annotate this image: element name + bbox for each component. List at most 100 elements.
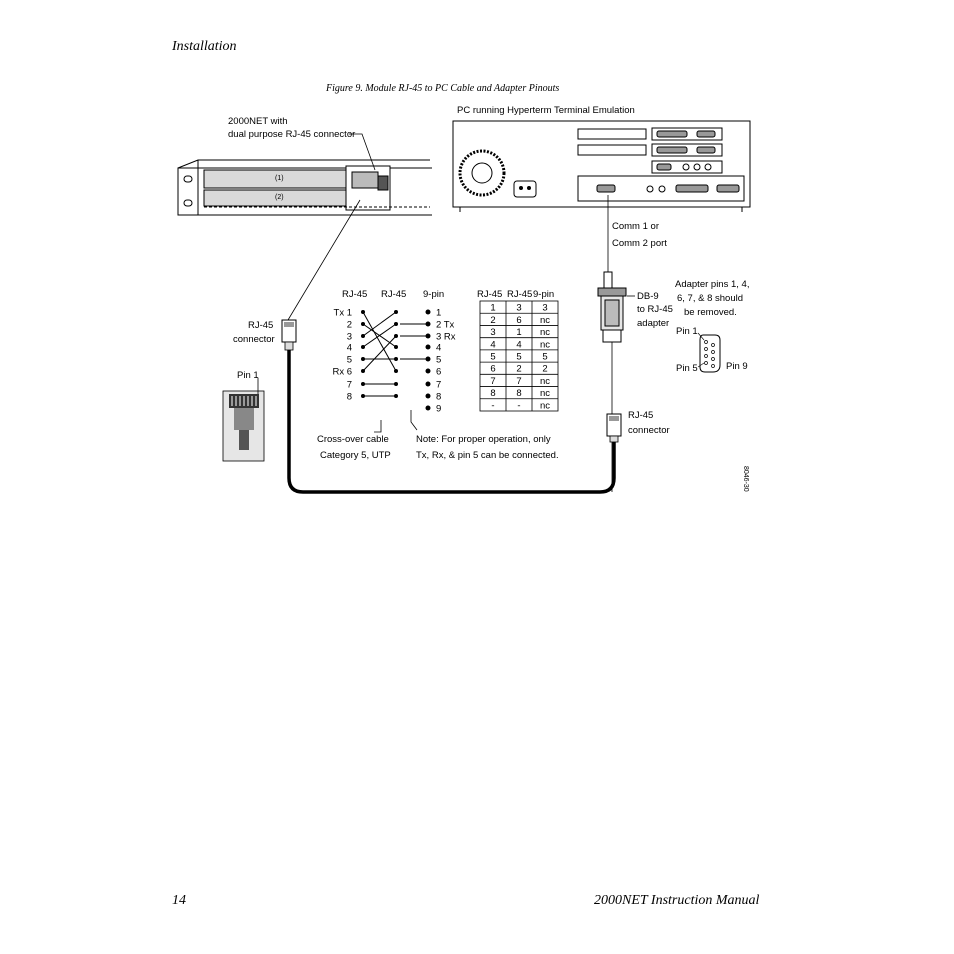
pinout-cell: 6 bbox=[516, 315, 521, 326]
rj45-closeup bbox=[222, 390, 265, 462]
pinout-cell: 7 bbox=[490, 376, 495, 387]
adapter-note-line1: Adapter pins 1, 4, bbox=[675, 279, 749, 290]
pinout-cell: 5 bbox=[516, 352, 521, 363]
adapter-pin1-leader bbox=[697, 332, 705, 341]
wiring-right-pin: 9 bbox=[436, 404, 441, 415]
pinout-cell: 2 bbox=[542, 364, 547, 375]
crossover-leader bbox=[374, 420, 382, 433]
note-line2: Tx, Rx, & pin 5 can be connected. bbox=[416, 450, 559, 461]
wiring-left-pin: 2 bbox=[347, 320, 352, 331]
manual-title: 2000NET Instruction Manual bbox=[594, 893, 760, 908]
frame-rack bbox=[177, 159, 432, 216]
page-header-title: Installation bbox=[172, 39, 237, 54]
db9-label-line3: adapter bbox=[637, 318, 669, 329]
comm-label-line1: Comm 1 or bbox=[612, 221, 659, 232]
pinout-cell: 3 bbox=[542, 303, 547, 314]
pin1-label: Pin 1 bbox=[237, 370, 259, 381]
module-leader-line bbox=[349, 133, 376, 171]
rj45-right-label-line1: RJ-45 bbox=[628, 410, 653, 421]
wiring-left-pin: 3 bbox=[347, 332, 352, 343]
note-leader bbox=[410, 410, 418, 431]
wiring-right-pin: 2 Tx bbox=[436, 320, 455, 331]
db9-label-line1: DB-9 bbox=[637, 291, 659, 302]
figure-caption: Figure 9. Module RJ-45 to PC Cable and A… bbox=[326, 83, 560, 94]
rj45-left-label-line1: RJ-45 bbox=[248, 320, 273, 331]
rj45-left-label-line2: connector bbox=[233, 334, 275, 345]
pinout-cell: 2 bbox=[490, 315, 495, 326]
pinout-cell: 3 bbox=[490, 327, 495, 338]
rj45-left-plug bbox=[281, 319, 297, 351]
page-number: 14 bbox=[172, 893, 186, 908]
wiring-right-pin: 4 bbox=[436, 343, 441, 354]
crossover-label-line1: Cross-over cable bbox=[317, 434, 389, 445]
db9-adapter bbox=[597, 271, 627, 343]
pc-label: PC running Hyperterm Terminal Emulation bbox=[457, 105, 635, 116]
wiring-right-pin: 7 bbox=[436, 380, 441, 391]
adapter-note-line2: 6, 7, & 8 should bbox=[677, 293, 743, 304]
comm-label-line2: Comm 2 port bbox=[612, 238, 667, 249]
adapter-pin1-label: Pin 1 bbox=[676, 326, 698, 337]
db9-label-line2: to RJ-45 bbox=[637, 304, 673, 315]
wiring-left-pin: Tx 1 bbox=[334, 308, 352, 319]
pinout-cell: 4 bbox=[516, 339, 521, 350]
pinout-table-grid bbox=[479, 300, 559, 412]
db9-face bbox=[699, 334, 721, 373]
rj45-right-label-line2: connector bbox=[628, 425, 670, 436]
pinout-cell: - bbox=[491, 400, 494, 411]
wiring-lines bbox=[362, 311, 428, 397]
wiring-right-pin: 1 bbox=[436, 308, 441, 319]
pinout-header-rj45-b: RJ-45 bbox=[507, 289, 532, 300]
pinout-cell: 5 bbox=[490, 352, 495, 363]
pc-chassis bbox=[452, 120, 751, 212]
pinout-header-9pin: 9-pin bbox=[533, 289, 554, 300]
pinout-cell: nc bbox=[540, 388, 550, 399]
wiring-9pin-dot bbox=[425, 405, 431, 411]
wiring-left-pin: Rx 6 bbox=[332, 367, 352, 378]
wiring-9pin-dot bbox=[425, 309, 431, 315]
pinout-header-rj45-a: RJ-45 bbox=[477, 289, 502, 300]
adapter-note-line3: be removed. bbox=[684, 307, 737, 318]
wiring-left-pin: 4 bbox=[347, 343, 352, 354]
wiring-right-pin: 5 bbox=[436, 355, 441, 366]
pinout-cell: 7 bbox=[516, 376, 521, 387]
wiring-9pin-dot bbox=[425, 368, 431, 374]
wiring-right-pin: 6 bbox=[436, 367, 441, 378]
adapter-pin9-label: Pin 9 bbox=[726, 361, 748, 372]
pinout-cell: 2 bbox=[516, 364, 521, 375]
slot-1-label: (1) bbox=[275, 175, 284, 182]
pinout-cell: 8 bbox=[490, 388, 495, 399]
pinout-cell: 1 bbox=[490, 303, 495, 314]
wiring-left-pin: 7 bbox=[347, 380, 352, 391]
wiring-header-rj45-b: RJ-45 bbox=[381, 289, 406, 300]
wiring-9pin-dot bbox=[425, 344, 431, 350]
pinout-cell: nc bbox=[540, 376, 550, 387]
wiring-9pin-dot bbox=[425, 381, 431, 387]
adapter-pin5-label: Pin 5 bbox=[676, 363, 698, 374]
adapter-pin5-leader bbox=[697, 362, 705, 368]
wiring-right-pin: 8 bbox=[436, 392, 441, 403]
rj45-right-plug bbox=[606, 413, 622, 443]
pinout-cell: 8 bbox=[516, 388, 521, 399]
slot-2-label: (2) bbox=[275, 194, 284, 201]
pinout-cell: nc bbox=[540, 400, 550, 411]
wiring-header-9pin: 9-pin bbox=[423, 289, 444, 300]
wiring-left-pin: 8 bbox=[347, 392, 352, 403]
wiring-right-pin: 3 Rx bbox=[436, 332, 456, 343]
crossover-label-line2: Category 5, UTP bbox=[320, 450, 391, 461]
crossover-cable bbox=[287, 350, 616, 494]
module-label-line1: 2000NET with bbox=[228, 116, 288, 127]
wiring-header-rj45-a: RJ-45 bbox=[342, 289, 367, 300]
pinout-cell: 3 bbox=[516, 303, 521, 314]
pinout-cell: 5 bbox=[542, 352, 547, 363]
pinout-cell: nc bbox=[540, 327, 550, 338]
pinout-cell: 4 bbox=[490, 339, 495, 350]
pinout-cell: 1 bbox=[516, 327, 521, 338]
note-line1: Note: For proper operation, only bbox=[416, 434, 551, 445]
wiring-9pin-dot bbox=[425, 393, 431, 399]
pinout-cell: 6 bbox=[490, 364, 495, 375]
figure-id: 8046-30 bbox=[742, 466, 749, 492]
